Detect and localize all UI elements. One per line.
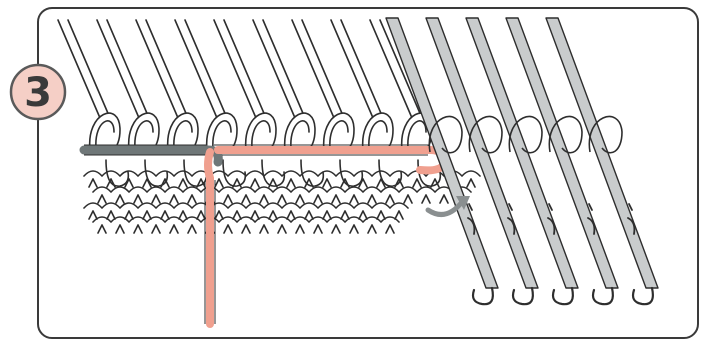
step-number: 3 [24,70,52,116]
step-badge: 3 [11,65,65,119]
working-yarn-vertical [208,152,210,324]
